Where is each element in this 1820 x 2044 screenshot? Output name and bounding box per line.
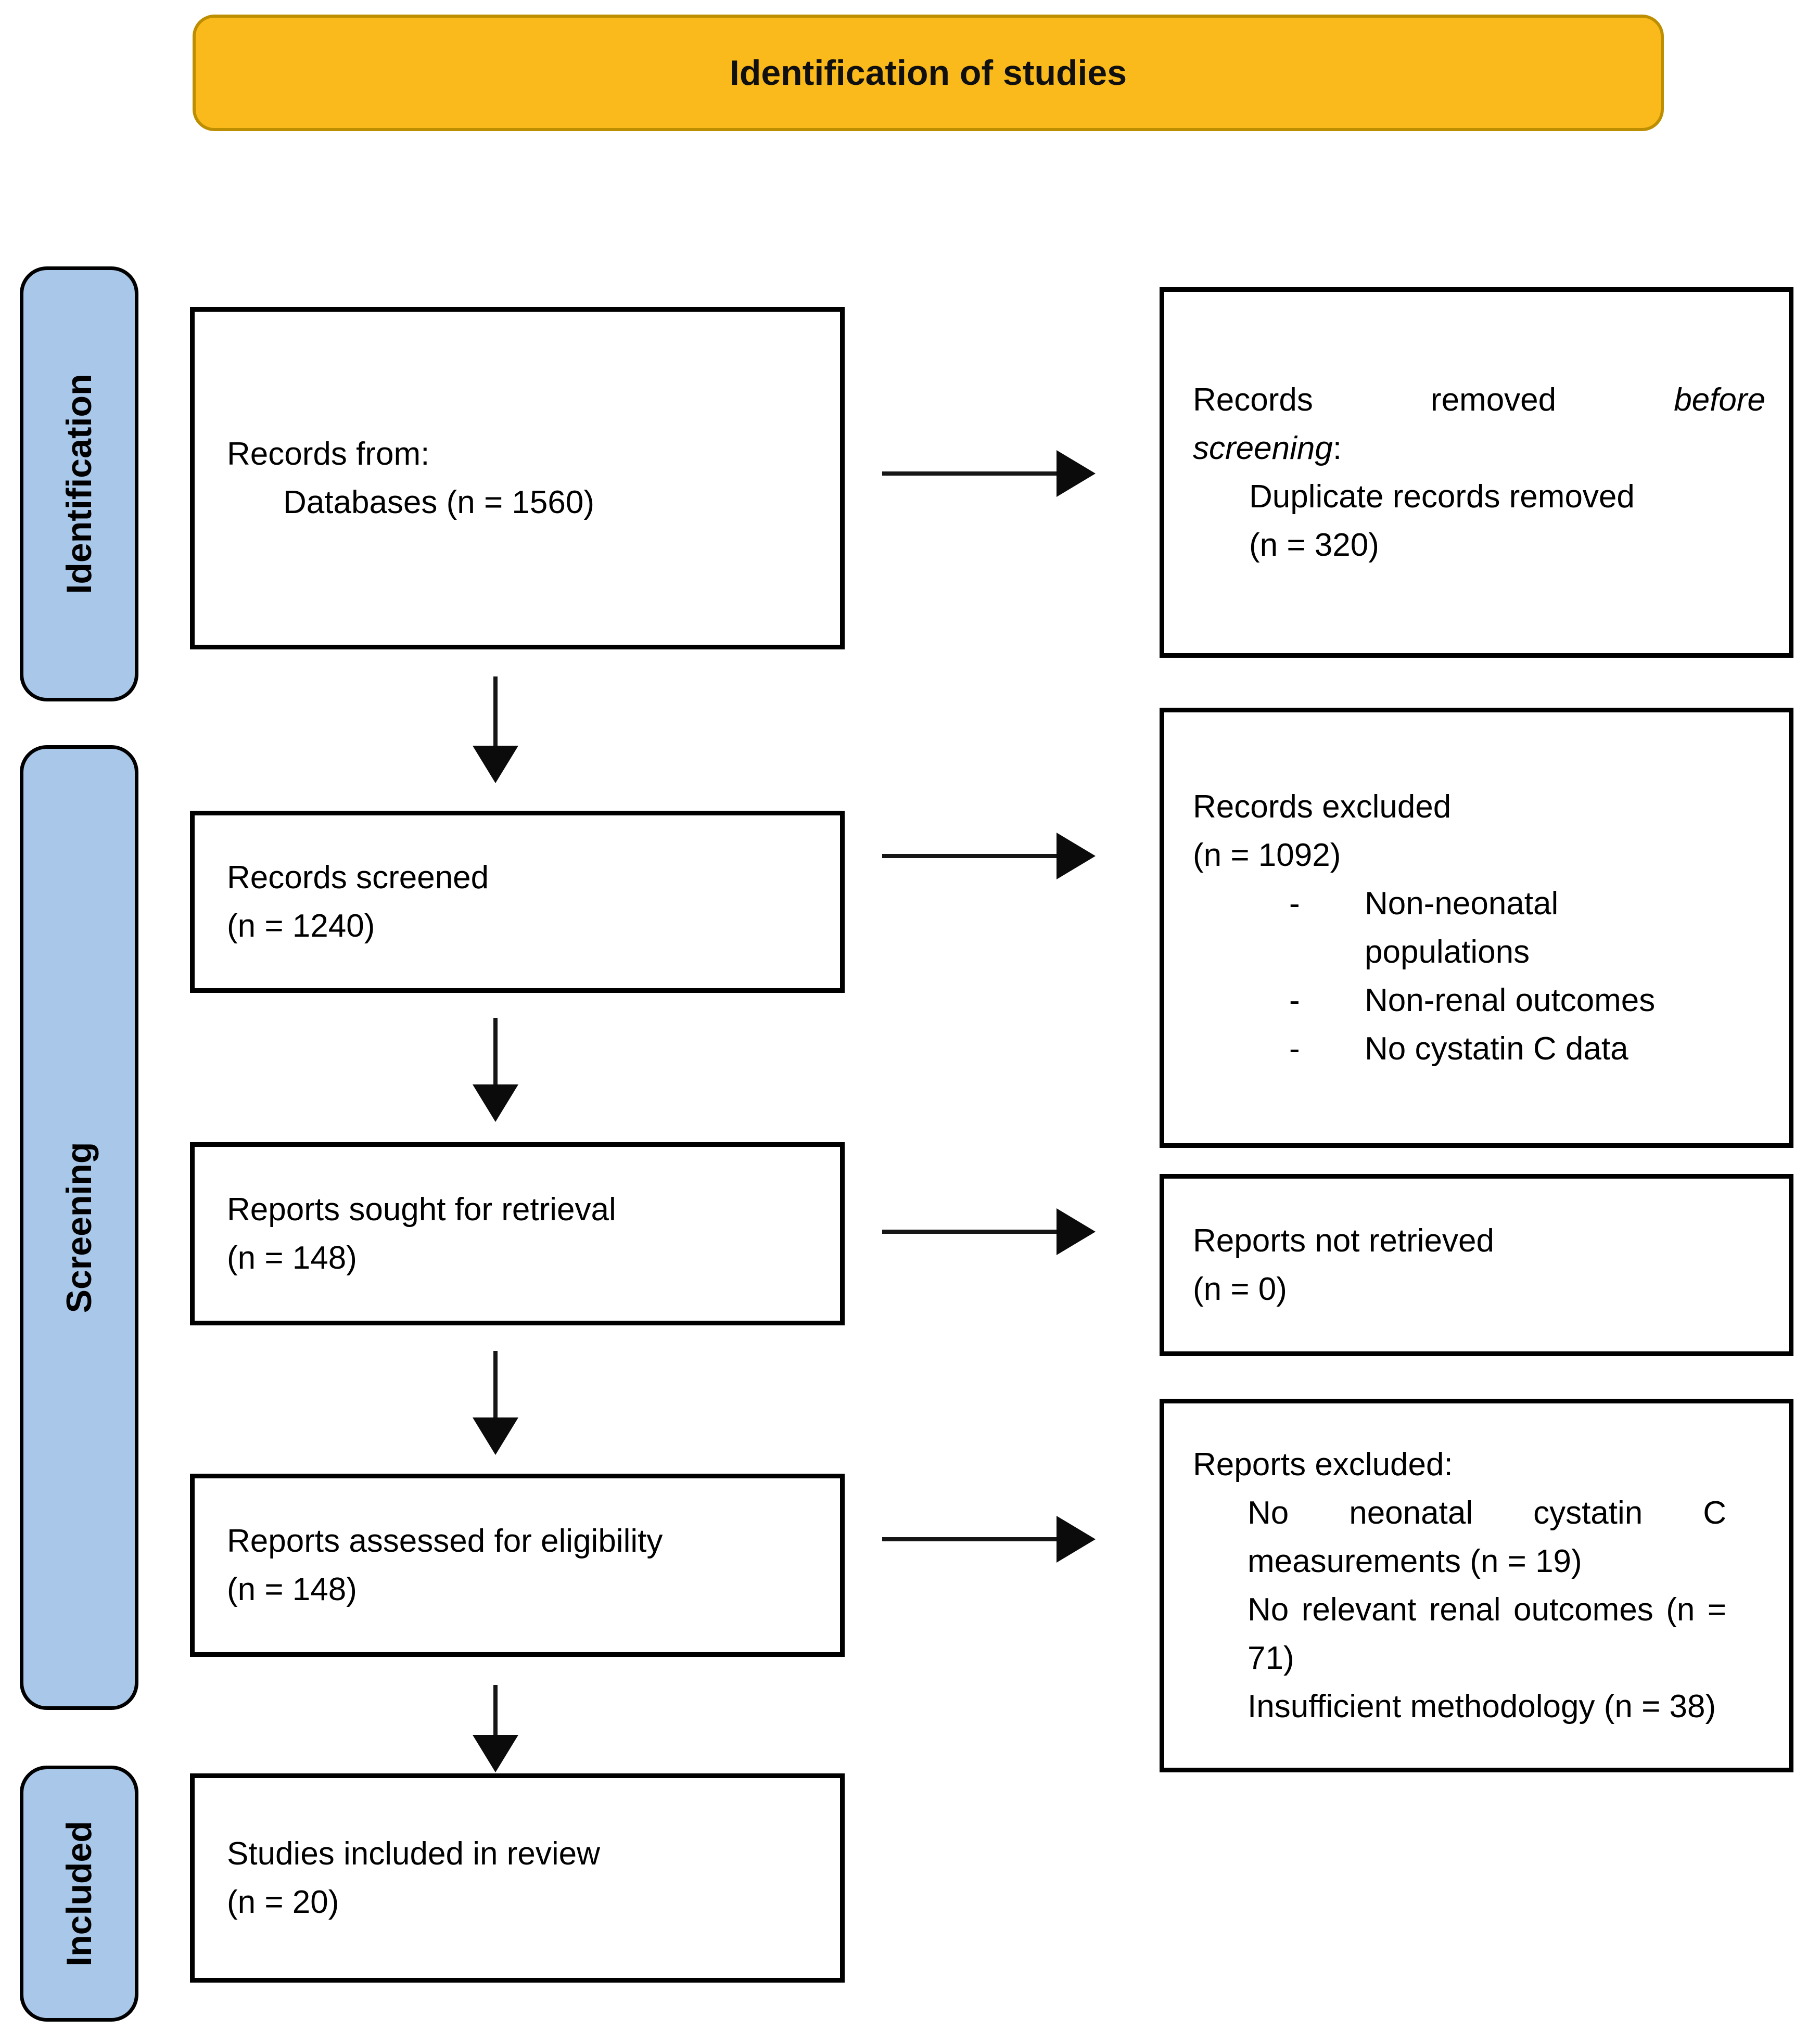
dash-bullet-icon: - xyxy=(1289,1031,1300,1067)
box-line: (n = 148) xyxy=(227,1572,357,1607)
banner-title: Identification of studies xyxy=(729,53,1127,93)
word: : xyxy=(1332,430,1342,466)
exclusion-reason-text: No cystatin C data xyxy=(1365,1031,1628,1067)
word-italic: before xyxy=(1674,382,1765,418)
word: removed xyxy=(1430,382,1557,418)
box-line: Reports assessed for eligibility xyxy=(227,1523,663,1559)
box-reports-assessed-for-eligibility: Reports assessed for eligibility (n = 14… xyxy=(190,1474,845,1657)
arrow-line xyxy=(882,471,1057,476)
box-line: Records excluded xyxy=(1193,789,1452,825)
dash-bullet-icon: - xyxy=(1289,982,1300,1018)
box-line: (n = 0) xyxy=(1193,1271,1287,1307)
box-reports-sought-for-retrieval: Reports sought for retrieval (n = 148) xyxy=(190,1142,845,1325)
arrow-line xyxy=(882,854,1057,858)
box-line: (n = 1092) xyxy=(1193,837,1341,873)
box-line: (n = 20) xyxy=(227,1884,339,1920)
word-italic: screening xyxy=(1193,430,1333,466)
stage-label-screening: Screening xyxy=(20,745,138,1710)
arrow-head-right-icon xyxy=(1057,1208,1096,1255)
box-line: Reports sought for retrieval xyxy=(227,1192,616,1228)
box-records-screened: Records screened (n = 1240) xyxy=(190,811,845,993)
arrow-line xyxy=(882,1537,1057,1541)
arrow-head-down-icon xyxy=(473,746,518,783)
arrow-line xyxy=(493,1685,498,1735)
exclusion-reason-paragraph: No neonatal cystatin C measurements (n =… xyxy=(1248,1495,1726,1579)
arrow-head-down-icon xyxy=(473,1084,518,1122)
banner-identification-of-studies: Identification of studies xyxy=(193,15,1664,131)
stage-label-identification: Identification xyxy=(20,266,138,701)
exclusion-reason-item: - Non-neonatal populations xyxy=(1289,879,1765,976)
box-line: Studies included in review xyxy=(227,1836,600,1872)
stage-label-included: Included xyxy=(20,1766,138,2022)
box-reports-not-retrieved: Reports not retrieved (n = 0) xyxy=(1160,1174,1793,1356)
arrow-records-from-to-removed-before xyxy=(882,450,1096,497)
arrow-reports-sought-to-not-retrieved xyxy=(882,1208,1096,1255)
arrow-reports-assessed-to-studies-included xyxy=(473,1685,518,1772)
box-line: Records screened xyxy=(227,860,489,896)
box-line: screening: xyxy=(1193,424,1765,472)
exclusion-reason-text: Non-neonatal populations xyxy=(1365,886,1559,970)
arrow-line xyxy=(882,1230,1057,1234)
arrow-records-screened-to-records-excluded xyxy=(882,833,1096,879)
arrow-line xyxy=(493,1018,498,1084)
exclusion-reason-paragraph: No relevant renal outcomes (n = 71) xyxy=(1248,1592,1726,1676)
arrow-head-down-icon xyxy=(473,1417,518,1455)
box-studies-included-in-review: Studies included in review (n = 20) xyxy=(190,1773,845,1983)
box-line: Records from: xyxy=(227,436,430,472)
arrow-head-down-icon xyxy=(473,1735,518,1772)
arrow-head-right-icon xyxy=(1057,833,1096,879)
dash-bullet-icon: - xyxy=(1289,886,1300,922)
box-line: Reports not retrieved xyxy=(1193,1223,1494,1259)
arrow-reports-sought-to-reports-assessed xyxy=(473,1351,518,1455)
box-line: (n = 1240) xyxy=(227,908,375,944)
stage-label-screening-text: Screening xyxy=(59,1142,99,1313)
arrow-line xyxy=(493,1351,498,1417)
box-line: Duplicate records removed xyxy=(1249,479,1635,515)
box-line-justified: Records removed before xyxy=(1193,376,1765,424)
box-line: (n = 148) xyxy=(227,1240,357,1276)
arrow-reports-assessed-to-reports-excluded xyxy=(882,1516,1096,1563)
stage-label-included-text: Included xyxy=(59,1821,99,1966)
box-records-from-databases: Records from: Databases (n = 1560) xyxy=(190,307,845,649)
box-line: Reports excluded: xyxy=(1193,1447,1453,1483)
box-line: (n = 320) xyxy=(1249,527,1379,563)
exclusion-reason-text: Non-renal outcomes xyxy=(1365,982,1656,1018)
word: Records xyxy=(1193,382,1313,418)
arrow-records-screened-to-reports-sought xyxy=(473,1018,518,1122)
exclusion-reason-paragraph: Insufficient methodology (n = 38) xyxy=(1248,1689,1716,1724)
arrow-head-right-icon xyxy=(1057,450,1096,497)
exclusion-reason-item: - Non-renal outcomes xyxy=(1289,976,1765,1025)
box-reports-excluded: Reports excluded: No neonatal cystatin C… xyxy=(1160,1399,1793,1772)
exclusion-reason-item: - No cystatin C data xyxy=(1289,1025,1765,1073)
arrow-line xyxy=(493,676,498,746)
box-line: Databases (n = 1560) xyxy=(283,484,594,520)
arrow-head-right-icon xyxy=(1057,1516,1096,1563)
box-records-removed-before-screening: Records removed before screening: Duplic… xyxy=(1160,287,1793,658)
arrow-records-from-to-records-screened xyxy=(473,676,518,783)
box-records-excluded: Records excluded (n = 1092) - Non-neonat… xyxy=(1160,708,1793,1148)
stage-label-identification-text: Identification xyxy=(59,374,99,594)
